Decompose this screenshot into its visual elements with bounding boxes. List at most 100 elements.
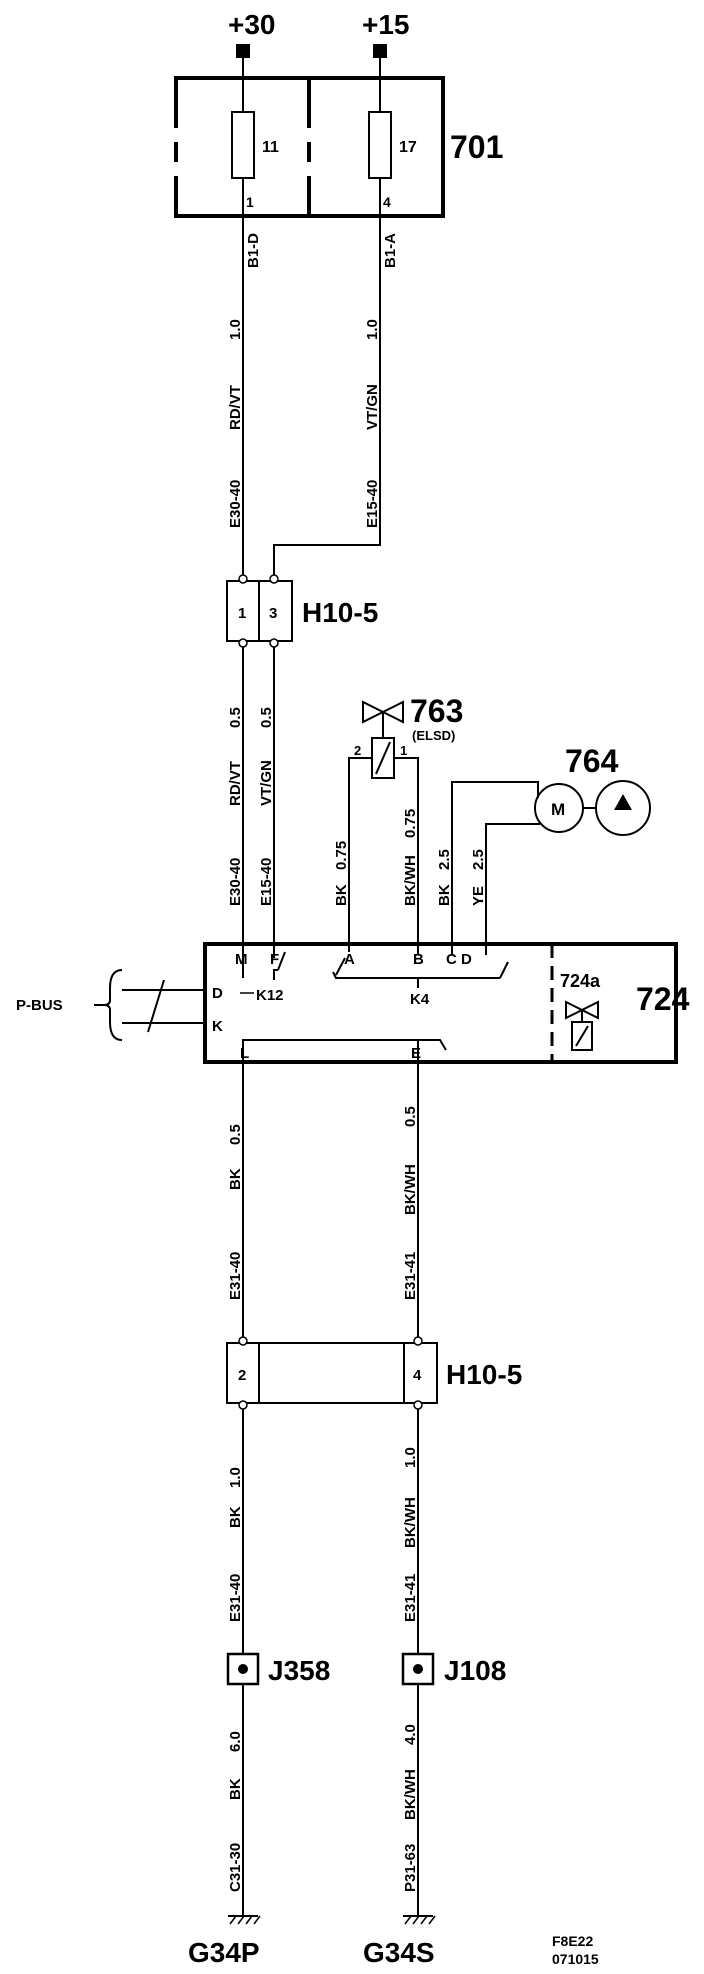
svg-text:BK: BK bbox=[333, 884, 350, 906]
svg-text:C31-30: C31-30 bbox=[227, 1843, 244, 1892]
valve-724a: 724a bbox=[560, 971, 601, 1051]
module-724a-label: 724a bbox=[560, 971, 601, 991]
fuse-pin-right: 4 bbox=[383, 194, 391, 210]
fuse-right-label: 17 bbox=[399, 139, 417, 156]
wire-label-right-lower2: E31-41 BK/WH 1.0 bbox=[402, 1447, 419, 1622]
valve-763-pin-1: 1 bbox=[400, 743, 407, 758]
supply-terminal-right: +15 bbox=[362, 9, 410, 58]
svg-text:0.5: 0.5 bbox=[258, 707, 275, 728]
motor-764: M 764 bbox=[451, 743, 651, 944]
svg-text:BK: BK bbox=[436, 884, 453, 906]
svg-text:0.75: 0.75 bbox=[402, 809, 419, 838]
relay-k12-label: K12 bbox=[256, 987, 284, 1004]
connector-bottom-label: H10-5 bbox=[446, 1359, 522, 1390]
pin-c: C bbox=[446, 951, 457, 968]
svg-text:4.0: 4.0 bbox=[402, 1724, 419, 1745]
footer-code: F8E22 bbox=[552, 1933, 593, 1949]
valve-763-id: 763 bbox=[410, 693, 463, 729]
wire-label-left-ground: C31-30 BK 6.0 bbox=[227, 1731, 244, 1892]
wire-label-right-upper: E15-40 VT/GN 1.0 bbox=[364, 319, 381, 528]
pbus: P-BUS bbox=[16, 969, 205, 1041]
wire-label-left-mid: E30-40 RD/VT 0.5 bbox=[227, 707, 244, 906]
relay-k4-label: K4 bbox=[410, 991, 430, 1008]
supply-right-label: +15 bbox=[362, 9, 410, 40]
pin-f: F bbox=[270, 951, 279, 968]
svg-text:1.0: 1.0 bbox=[227, 319, 244, 340]
splice-j358-label: J358 bbox=[268, 1655, 330, 1686]
svg-text:YE: YE bbox=[470, 886, 487, 906]
svg-text:VT/GN: VT/GN bbox=[364, 384, 381, 430]
svg-text:0.5: 0.5 bbox=[227, 707, 244, 728]
fuse-pin-left: 1 bbox=[246, 194, 254, 210]
h10-bottom-pin-2: 2 bbox=[238, 1367, 246, 1384]
svg-text:2.5: 2.5 bbox=[436, 849, 453, 870]
svg-text:1.0: 1.0 bbox=[364, 319, 381, 340]
valve-763-pin-2: 2 bbox=[354, 743, 361, 758]
h10-top-pin-1: 1 bbox=[238, 605, 246, 622]
wire-label-right-mid: E15-40 VT/GN 0.5 bbox=[258, 707, 275, 906]
svg-text:E15-40: E15-40 bbox=[364, 480, 381, 528]
wire-label-right-ground: P31-63 BK/WH 4.0 bbox=[402, 1724, 419, 1892]
svg-text:BK/WH: BK/WH bbox=[402, 1164, 419, 1215]
connector-h10-5-bottom: 2 4 H10-5 bbox=[226, 1336, 522, 1410]
wire-label-right-lower: E31-41 BK/WH 0.5 bbox=[402, 1106, 419, 1300]
wire-label-left-lower: E31-40 BK 0.5 bbox=[227, 1124, 244, 1300]
svg-text:E31-40: E31-40 bbox=[227, 1574, 244, 1622]
svg-text:E31-41: E31-41 bbox=[402, 1574, 419, 1622]
svg-text:0.75: 0.75 bbox=[333, 841, 350, 870]
connector-top-label: H10-5 bbox=[302, 597, 378, 628]
supply-left-label: +30 bbox=[228, 9, 276, 40]
pin-l: L bbox=[240, 1045, 249, 1062]
conn-b1a: B1-A bbox=[382, 233, 399, 268]
svg-text:BK/WH: BK/WH bbox=[402, 1769, 419, 1820]
svg-text:1.0: 1.0 bbox=[402, 1447, 419, 1468]
splice-j358: J358 bbox=[226, 1652, 330, 1686]
svg-text:BK/WH: BK/WH bbox=[402, 855, 419, 906]
footer-date: 071015 bbox=[552, 1951, 599, 1967]
splice-j108-label: J108 bbox=[444, 1655, 506, 1686]
svg-text:VT/GN: VT/GN bbox=[258, 760, 275, 806]
ground-g34s: G34S bbox=[363, 1915, 436, 1968]
ground-g34s-label: G34S bbox=[363, 1937, 435, 1968]
svg-text:BK: BK bbox=[227, 1168, 244, 1190]
svg-text:E30-40: E30-40 bbox=[227, 858, 244, 906]
ground-g34p: G34P bbox=[188, 1915, 261, 1968]
svg-text:0.5: 0.5 bbox=[227, 1124, 244, 1145]
supply-terminal-left: +30 bbox=[228, 9, 276, 58]
fuse-11 bbox=[231, 111, 255, 179]
svg-text:1.0: 1.0 bbox=[227, 1467, 244, 1488]
pin-pbus-d: D bbox=[212, 985, 223, 1002]
pbus-label: P-BUS bbox=[16, 997, 63, 1014]
fusebox-id: 701 bbox=[450, 129, 503, 165]
h10-bottom-pin-4: 4 bbox=[413, 1367, 422, 1384]
svg-text:0.5: 0.5 bbox=[402, 1106, 419, 1127]
svg-text:E15-40: E15-40 bbox=[258, 858, 275, 906]
svg-text:BK: BK bbox=[227, 1506, 244, 1528]
pin-d-top: D bbox=[461, 951, 472, 968]
svg-text:2.5: 2.5 bbox=[470, 849, 487, 870]
wire-label-left-upper: E30-40 RD/VT 1.0 bbox=[227, 319, 244, 528]
wire-e15-40-upper bbox=[273, 216, 381, 575]
valve-763: 763 (ELSD) 2 1 bbox=[348, 693, 463, 944]
svg-text:E31-41: E31-41 bbox=[402, 1252, 419, 1300]
h10-top-pin-3: 3 bbox=[269, 605, 277, 622]
module-724: M F A B C D D K L E K12 K4 bbox=[203, 942, 690, 1064]
svg-text:E30-40: E30-40 bbox=[227, 480, 244, 528]
pin-b: B bbox=[413, 951, 424, 968]
valve-763-note: (ELSD) bbox=[412, 728, 455, 743]
svg-text:RD/VT: RD/VT bbox=[227, 385, 244, 430]
module-724-id: 724 bbox=[636, 981, 690, 1017]
svg-text:764: 764 bbox=[565, 743, 619, 779]
svg-text:RD/VT: RD/VT bbox=[227, 761, 244, 806]
fuse-17 bbox=[368, 111, 392, 179]
splice-j108: J108 bbox=[401, 1652, 506, 1686]
conn-b1d: B1-D bbox=[245, 233, 262, 268]
pin-m: M bbox=[235, 951, 248, 968]
wire-labels-control: BK 0.75 BK/WH 0.75 BK 2.5 YE 2.5 bbox=[333, 809, 487, 906]
svg-text:P31-63: P31-63 bbox=[402, 1844, 419, 1892]
connector-h10-5-top: 1 3 H10-5 bbox=[226, 574, 378, 648]
svg-text:BK/WH: BK/WH bbox=[402, 1497, 419, 1548]
motor-m-label: M bbox=[551, 800, 565, 819]
pin-e: E bbox=[411, 1045, 421, 1062]
